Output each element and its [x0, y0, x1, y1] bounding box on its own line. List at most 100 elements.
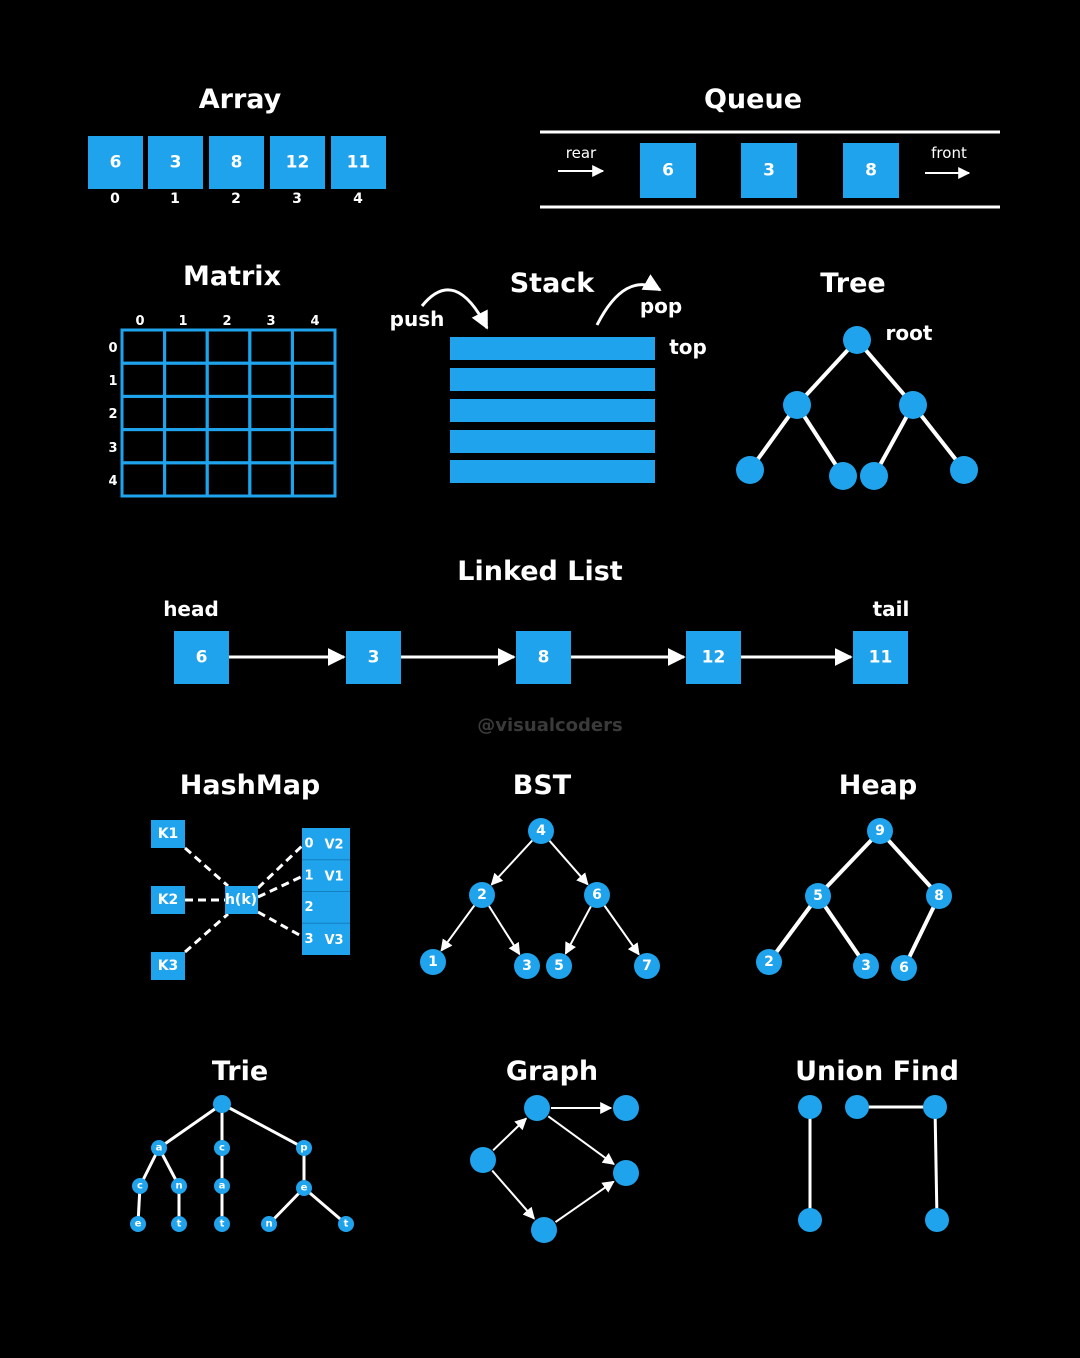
array-cell: 8: [209, 136, 264, 189]
node-circle: [171, 1216, 187, 1232]
trie-node: a: [214, 1178, 230, 1194]
pop-arrow: [595, 274, 662, 326]
node-value: 5: [813, 888, 823, 904]
node-circle: [338, 1216, 354, 1232]
node-value: 2: [477, 887, 487, 903]
linked-list-node: 11: [853, 631, 908, 684]
trie-edge: [267, 1186, 306, 1226]
tree-node: [860, 462, 888, 490]
node-circle: [584, 882, 610, 908]
hash-key-label: K3: [158, 958, 179, 974]
linked-list-node: 6: [174, 631, 229, 684]
bst-edge: [490, 839, 533, 886]
node-circle: [214, 1216, 230, 1232]
node-circle: [923, 1095, 947, 1119]
node-value: 7: [642, 958, 652, 974]
tree-root-label: root: [886, 321, 933, 345]
tree-edge: [855, 338, 915, 407]
array-cell: 6: [88, 136, 143, 189]
node-value: t: [344, 1219, 349, 1230]
tree-node: [736, 456, 764, 484]
node-circle: [130, 1216, 146, 1232]
node-circle: [261, 1216, 277, 1232]
box-shape: [151, 886, 185, 914]
trie-edge: [303, 1186, 347, 1226]
node-circle: [926, 883, 952, 909]
head-label: head: [163, 597, 219, 621]
bst-node: 5: [546, 953, 572, 979]
queue-item: 3: [741, 143, 797, 198]
array-index: 0: [110, 191, 120, 207]
heap-edge: [767, 894, 820, 964]
tree-node: [829, 462, 857, 490]
node-value: 1: [428, 954, 438, 970]
trie-node: [213, 1095, 231, 1113]
heap-node: 9: [867, 818, 893, 844]
matrix-col-label: 4: [310, 314, 319, 329]
node-circle: [634, 953, 660, 979]
graph-edge: [547, 1115, 615, 1165]
bucket-index: 1: [304, 868, 313, 883]
node-circle: [867, 818, 893, 844]
node-value: 6: [592, 887, 602, 903]
queue-item: 8: [843, 143, 899, 198]
node-circle: [845, 1095, 869, 1119]
trie-edge: [221, 1102, 305, 1150]
node-value: 6: [899, 960, 909, 976]
tree-node: [783, 391, 811, 419]
node-value: n: [265, 1219, 272, 1230]
array-index: 3: [292, 191, 302, 207]
hash-key-label: K1: [158, 826, 179, 842]
node-circle: [899, 391, 927, 419]
trie-node: t: [171, 1216, 187, 1232]
heap-node: 3: [853, 953, 879, 979]
watermark: @visualcoders: [477, 715, 622, 736]
box-shape: [270, 136, 325, 189]
tail-label: tail: [873, 597, 910, 621]
matrix-col-label: 2: [222, 314, 231, 329]
box-value: 12: [702, 648, 726, 668]
push-arrow: [420, 288, 489, 330]
box-shape: [686, 631, 741, 684]
box-shape: [516, 631, 571, 684]
graph-title: Graph: [506, 1056, 598, 1087]
trie-node: e: [296, 1180, 312, 1196]
union-node: [923, 1095, 947, 1119]
node-circle: [860, 462, 888, 490]
box-value: 8: [231, 153, 243, 173]
node-circle: [296, 1180, 312, 1196]
node-value: 3: [522, 958, 532, 974]
matrix-row-label: 2: [108, 407, 117, 422]
node-value: p: [300, 1143, 307, 1154]
bucket-value: V3: [324, 933, 343, 948]
graph-node: [613, 1095, 639, 1121]
node-value: 2: [764, 954, 774, 970]
array-index: 1: [170, 191, 180, 207]
stack-item: [450, 430, 655, 453]
stack-top-label: top: [669, 335, 707, 359]
trie-node: p: [296, 1140, 312, 1156]
node-circle: [132, 1178, 148, 1194]
hash-function-label: h(k): [225, 892, 257, 908]
bst-node: 6: [584, 882, 610, 908]
hash-key: K1: [151, 820, 185, 848]
box-shape: [151, 820, 185, 848]
hash-edge: [184, 846, 229, 888]
box-shape: [741, 143, 797, 198]
box-value: 6: [110, 153, 122, 173]
bst-node: 3: [514, 953, 540, 979]
box-value: 11: [347, 153, 371, 173]
box-value: 6: [662, 161, 674, 181]
node-circle: [214, 1140, 230, 1156]
tree-edge: [795, 403, 845, 478]
stack-item: [450, 368, 655, 391]
node-circle: [151, 1140, 167, 1156]
union-find-section: Union Find: [795, 1056, 959, 1232]
